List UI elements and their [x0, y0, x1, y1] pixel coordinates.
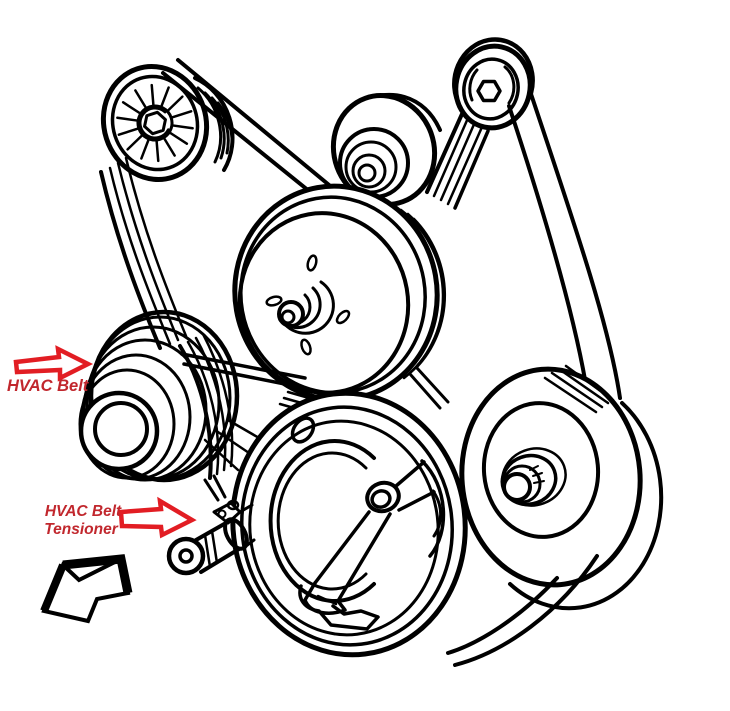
pulley-top-right [452, 37, 535, 131]
spokes [116, 83, 194, 163]
hvac-belt-tensioner-callout-arrow-icon [118, 496, 197, 539]
belt-run-center-to-topright [425, 112, 490, 210]
hvac-belt-label: HVAC Belt [7, 377, 90, 395]
hvac-belt-tensioner-label-line1: HVAC Belt [45, 503, 122, 520]
pulley-right [459, 364, 664, 611]
pulley-bottom-crankshaft [230, 390, 468, 658]
belt-run-bottom [446, 554, 599, 667]
pulley-left-ribbed-hvac [78, 309, 240, 502]
belt-tensioner [166, 499, 256, 576]
direction-arrow-icon [40, 554, 133, 624]
pulley-top-left-toothed [100, 64, 235, 182]
hvac-belt-callout-arrow-icon [13, 345, 94, 382]
hvac-belt-tensioner-label-line2: Tensioner [44, 521, 118, 538]
pulley-center-disc [232, 183, 450, 410]
belt-run-right-side [507, 92, 622, 400]
